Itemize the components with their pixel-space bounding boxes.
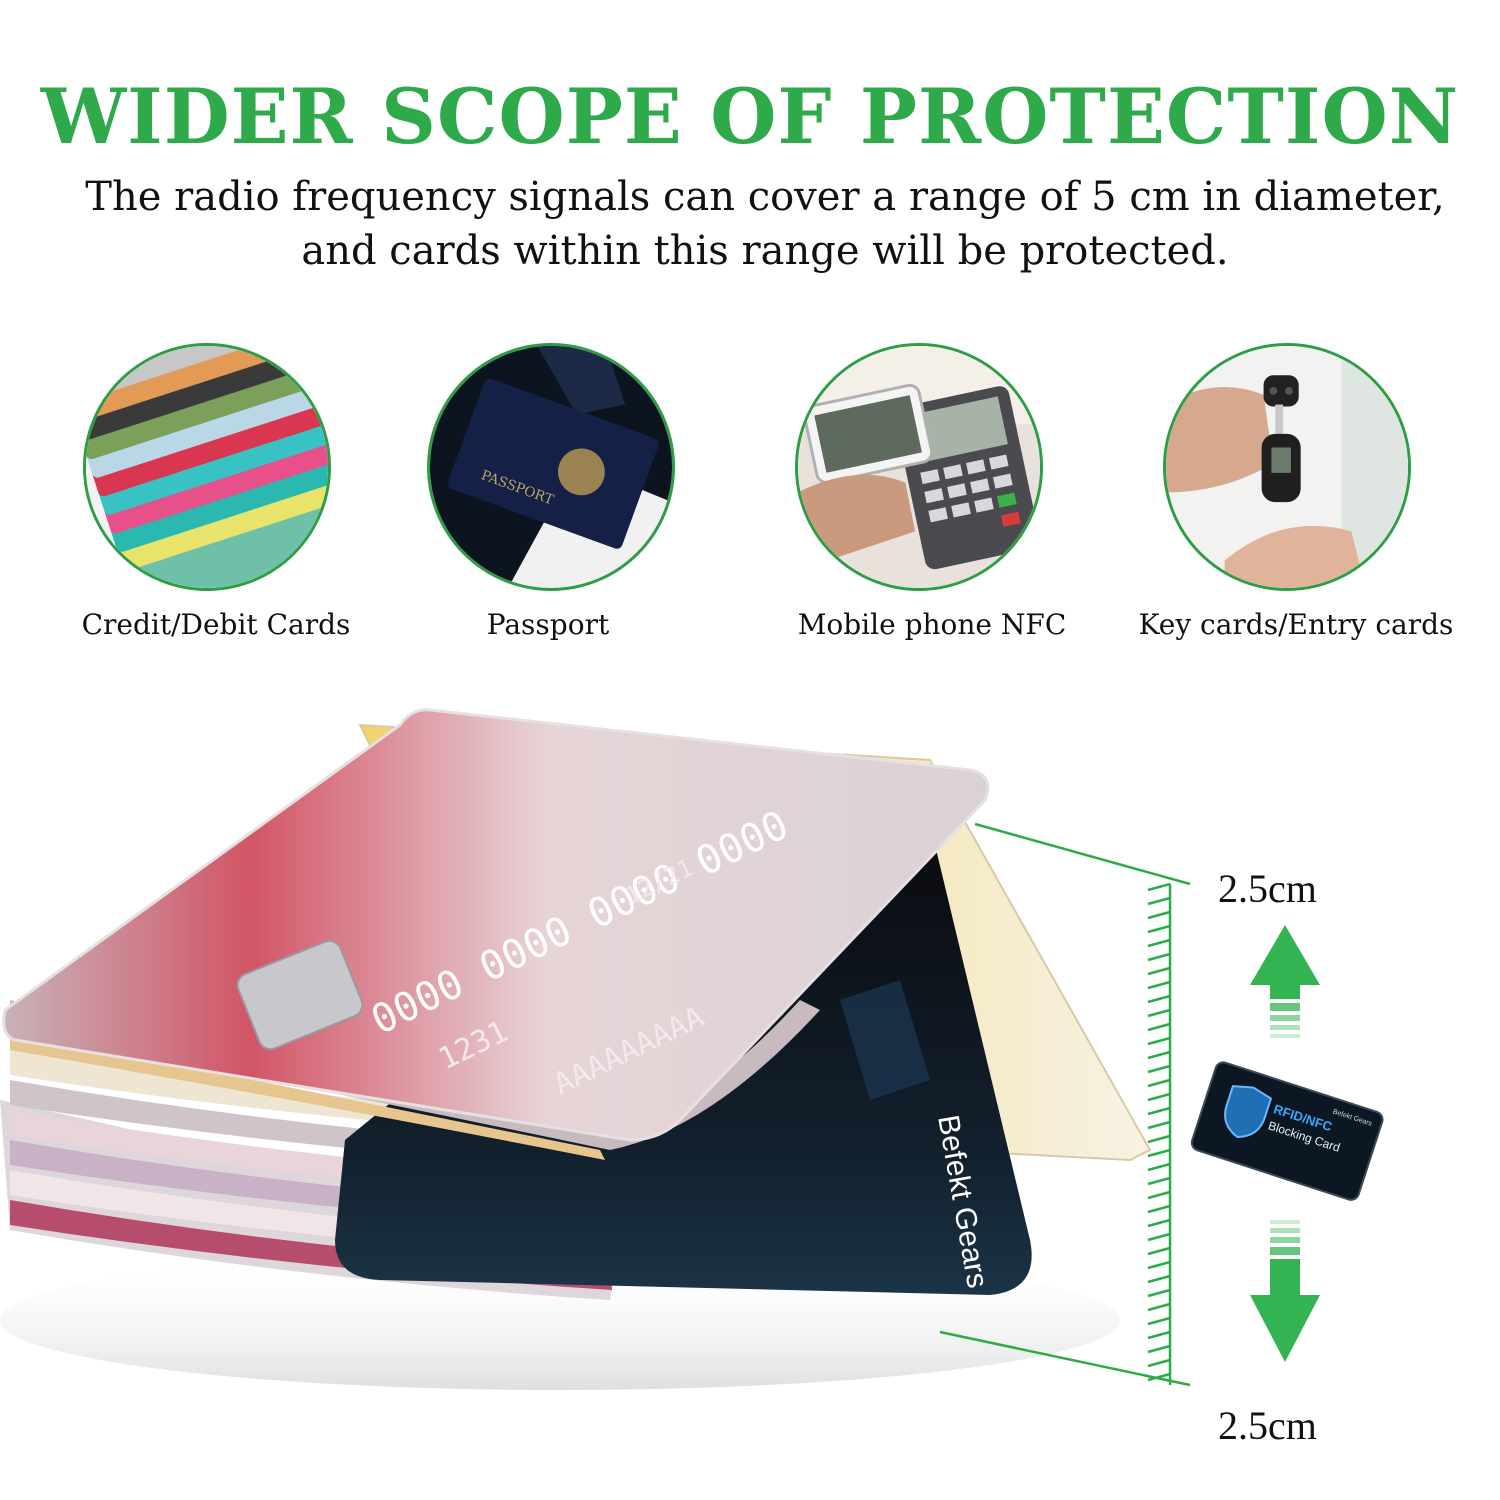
top-range-label: 2.5cm	[1218, 866, 1317, 911]
car-key-photo	[1163, 343, 1411, 591]
subtitle-line-2: and cards within this range will be prot…	[301, 228, 1229, 274]
page-title: WIDER SCOPE OF PROTECTION	[40, 72, 1460, 161]
credit-cards-photo	[83, 343, 331, 591]
bottom-range-label: 2.5cm	[1218, 1403, 1317, 1448]
category-label-credit-cards: Credit/Debit Cards	[81, 608, 351, 641]
category-label-passport: Passport	[486, 608, 610, 641]
passport-photo: PASSPORT	[427, 343, 675, 591]
card-stack-illustration: Befekt Gears 0000 0000 0000 0000 1231 AA…	[0, 708, 1152, 1390]
subtitle-line-1: The radio frequency signals can cover a …	[85, 174, 1445, 220]
category-label-key-cards: Key cards/Entry cards	[1138, 608, 1454, 641]
page-subtitle: The radio frequency signals can cover a …	[0, 170, 1500, 278]
category-label-mobile-nfc: Mobile phone NFC	[797, 608, 1067, 641]
nfc-payment-photo	[795, 343, 1043, 591]
